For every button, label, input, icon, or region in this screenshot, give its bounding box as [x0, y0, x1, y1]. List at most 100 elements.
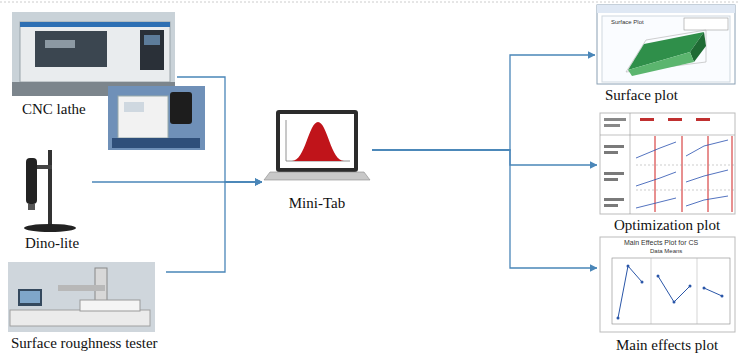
laptop-illustration-part	[264, 172, 370, 180]
dino-lite-photo-part	[26, 158, 37, 204]
machine-photo	[108, 86, 205, 150]
machine-photo-part	[170, 92, 192, 124]
machine-photo-part	[108, 86, 205, 150]
dino-lite-photo-part	[28, 204, 35, 210]
roughness-tester-photo-part	[18, 289, 42, 306]
node-label: Dino-lite	[25, 234, 79, 252]
cnc-lathe-photo	[12, 12, 175, 96]
optimization-plot-thumbnail-part	[655, 136, 656, 212]
roughness-tester-photo-part	[58, 285, 105, 291]
main-effects-plot-thumbnail-part	[689, 285, 692, 288]
cnc-lathe-photo-part	[20, 22, 170, 82]
optimization-plot-thumbnail-part	[636, 172, 676, 186]
image-node: Optimization plot	[597, 112, 737, 234]
connector-arrow	[166, 182, 262, 272]
main-effects-plot-thumbnail	[600, 237, 735, 332]
optimization-plot-thumbnail-part	[604, 118, 626, 121]
main-effects-plot-thumbnail-part	[704, 288, 722, 296]
top-rule	[0, 2, 740, 3]
main-effects-plot-thumbnail-part	[697, 258, 698, 324]
cnc-lathe-photo-part	[12, 12, 175, 96]
image-node: CNC lathe	[12, 12, 177, 118]
surface-plot-thumbnail-part	[628, 52, 694, 76]
optimization-plot-thumbnail-part	[708, 136, 709, 212]
optimization-plot-thumbnail-part	[636, 198, 676, 208]
node-label: CNC lathe	[22, 100, 86, 118]
plot-title: Main Effects Plot for CS	[624, 239, 698, 247]
image-node: Surface roughness tester	[8, 262, 166, 352]
main-effects-plot-thumbnail-part	[627, 265, 630, 268]
cnc-lathe-photo-part	[140, 30, 164, 70]
optimization-plot-thumbnail-part	[682, 136, 683, 212]
optimization-plot-thumbnail-part	[604, 124, 620, 127]
optimization-plot-thumbnail-part	[604, 151, 618, 154]
surface-plot-thumbnail-part	[597, 5, 735, 84]
main-effects-plot-thumbnail-part	[641, 281, 644, 284]
optimization-plot-thumbnail-part	[686, 140, 728, 156]
optimization-plot-thumbnail-part	[604, 172, 624, 175]
surface-plot-thumbnail	[597, 5, 735, 84]
laptop-illustration	[264, 110, 370, 180]
main-effects-plot-thumbnail-part	[673, 301, 676, 304]
optimization-plot-thumbnail-part	[600, 113, 735, 214]
node-label: Mini-Tab	[289, 194, 345, 212]
main-effects-plot-thumbnail-part	[721, 295, 724, 298]
optimization-plot-thumbnail-part	[604, 178, 618, 181]
roughness-tester-photo	[8, 262, 155, 332]
node-label: Surface plot	[605, 86, 678, 104]
optimization-plot-thumbnail-part	[686, 196, 728, 206]
image-node: Dino-lite	[12, 142, 92, 252]
optimization-plot-thumbnail-part	[630, 113, 631, 214]
main-effects-plot-thumbnail-part	[703, 287, 706, 290]
roughness-tester-photo-part	[80, 300, 140, 311]
surface-plot-thumbnail-part	[684, 18, 728, 30]
plot-title: Data Means	[650, 248, 682, 255]
optimization-plot-thumbnail-part	[604, 145, 624, 148]
dino-lite-photo-part	[48, 150, 52, 226]
plot-title: Surface Plot	[611, 19, 644, 26]
main-effects-plot-thumbnail-part	[651, 258, 652, 324]
connector-arrow	[177, 77, 262, 182]
dino-lite-photo-part	[24, 224, 76, 232]
optimization-plot-thumbnail-part	[604, 204, 618, 207]
optimization-plot-thumbnail-part	[636, 190, 735, 191]
main-effects-plot-thumbnail-part	[618, 266, 642, 318]
main-effects-plot-thumbnail-part	[600, 237, 735, 332]
connector-arrow	[372, 55, 595, 150]
surface-plot-thumbnail-part	[597, 5, 735, 13]
optimization-plot-thumbnail-part	[636, 142, 676, 158]
image-node: Mini-Tab	[262, 106, 372, 212]
optimization-plot-thumbnail-part	[640, 118, 654, 121]
cnc-lathe-photo-part	[45, 40, 75, 48]
optimization-plot-thumbnail-part	[636, 165, 735, 166]
connector-arrow	[372, 150, 597, 268]
node-label: Optimization plot	[614, 216, 720, 234]
laptop-illustration-part	[280, 114, 354, 168]
machine-photo-part	[112, 138, 200, 148]
laptop-illustration-part	[276, 110, 358, 172]
roughness-tester-photo-part	[8, 262, 155, 332]
cnc-lathe-photo-part	[144, 35, 160, 45]
cnc-lathe-photo-part	[35, 31, 107, 67]
dino-lite-photo	[24, 150, 76, 232]
connector-arrow	[372, 150, 597, 165]
optimization-plot-thumbnail-part	[600, 135, 735, 136]
optimization-plot-thumbnail-part	[686, 170, 728, 182]
surface-plot-thumbnail-part	[690, 32, 706, 62]
main-effects-plot-thumbnail-part	[658, 276, 690, 302]
laptop-illustration-part	[292, 122, 344, 161]
node-label: Surface roughness tester	[11, 334, 158, 352]
roughness-tester-photo-part	[10, 310, 150, 326]
main-effects-plot-thumbnail-part	[657, 275, 660, 278]
cnc-lathe-photo-part	[20, 22, 170, 27]
main-effects-plot-thumbnail-part	[612, 258, 730, 324]
main-effects-plot-thumbnail-part	[617, 317, 620, 320]
optimization-plot-thumbnail-part	[604, 198, 624, 201]
optimization-plot-thumbnail	[600, 113, 735, 214]
machine-photo-part	[118, 96, 168, 138]
optimization-plot-thumbnail-part	[732, 136, 733, 212]
roughness-tester-photo-part	[20, 291, 40, 303]
